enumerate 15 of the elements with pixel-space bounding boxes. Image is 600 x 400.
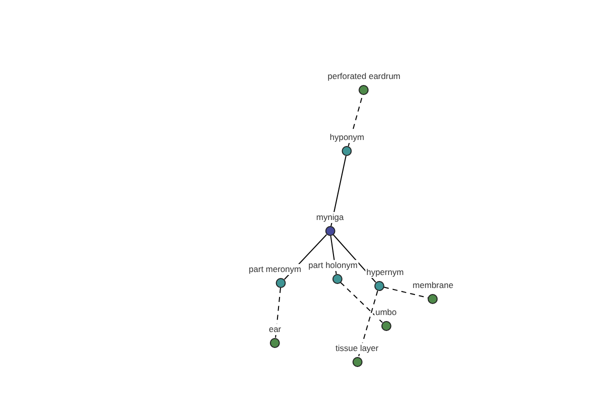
dashed-line xyxy=(358,290,378,358)
dashed-line xyxy=(275,287,281,339)
node-label: part holonym xyxy=(307,260,359,271)
node-label: part meronym xyxy=(248,264,302,275)
node-label: membrane xyxy=(412,280,454,291)
connector-line xyxy=(330,155,346,227)
node-label: umbo xyxy=(374,307,398,318)
dashed-line xyxy=(340,282,383,324)
node-label: myniga xyxy=(315,212,345,223)
node-label: ear xyxy=(268,324,282,335)
node-label: hyponym xyxy=(328,132,366,143)
node-label: tissue layer xyxy=(334,343,380,354)
node-label: hypernym xyxy=(365,267,405,278)
node-label: perforated eardrum xyxy=(326,71,402,82)
connector-line xyxy=(332,234,376,283)
